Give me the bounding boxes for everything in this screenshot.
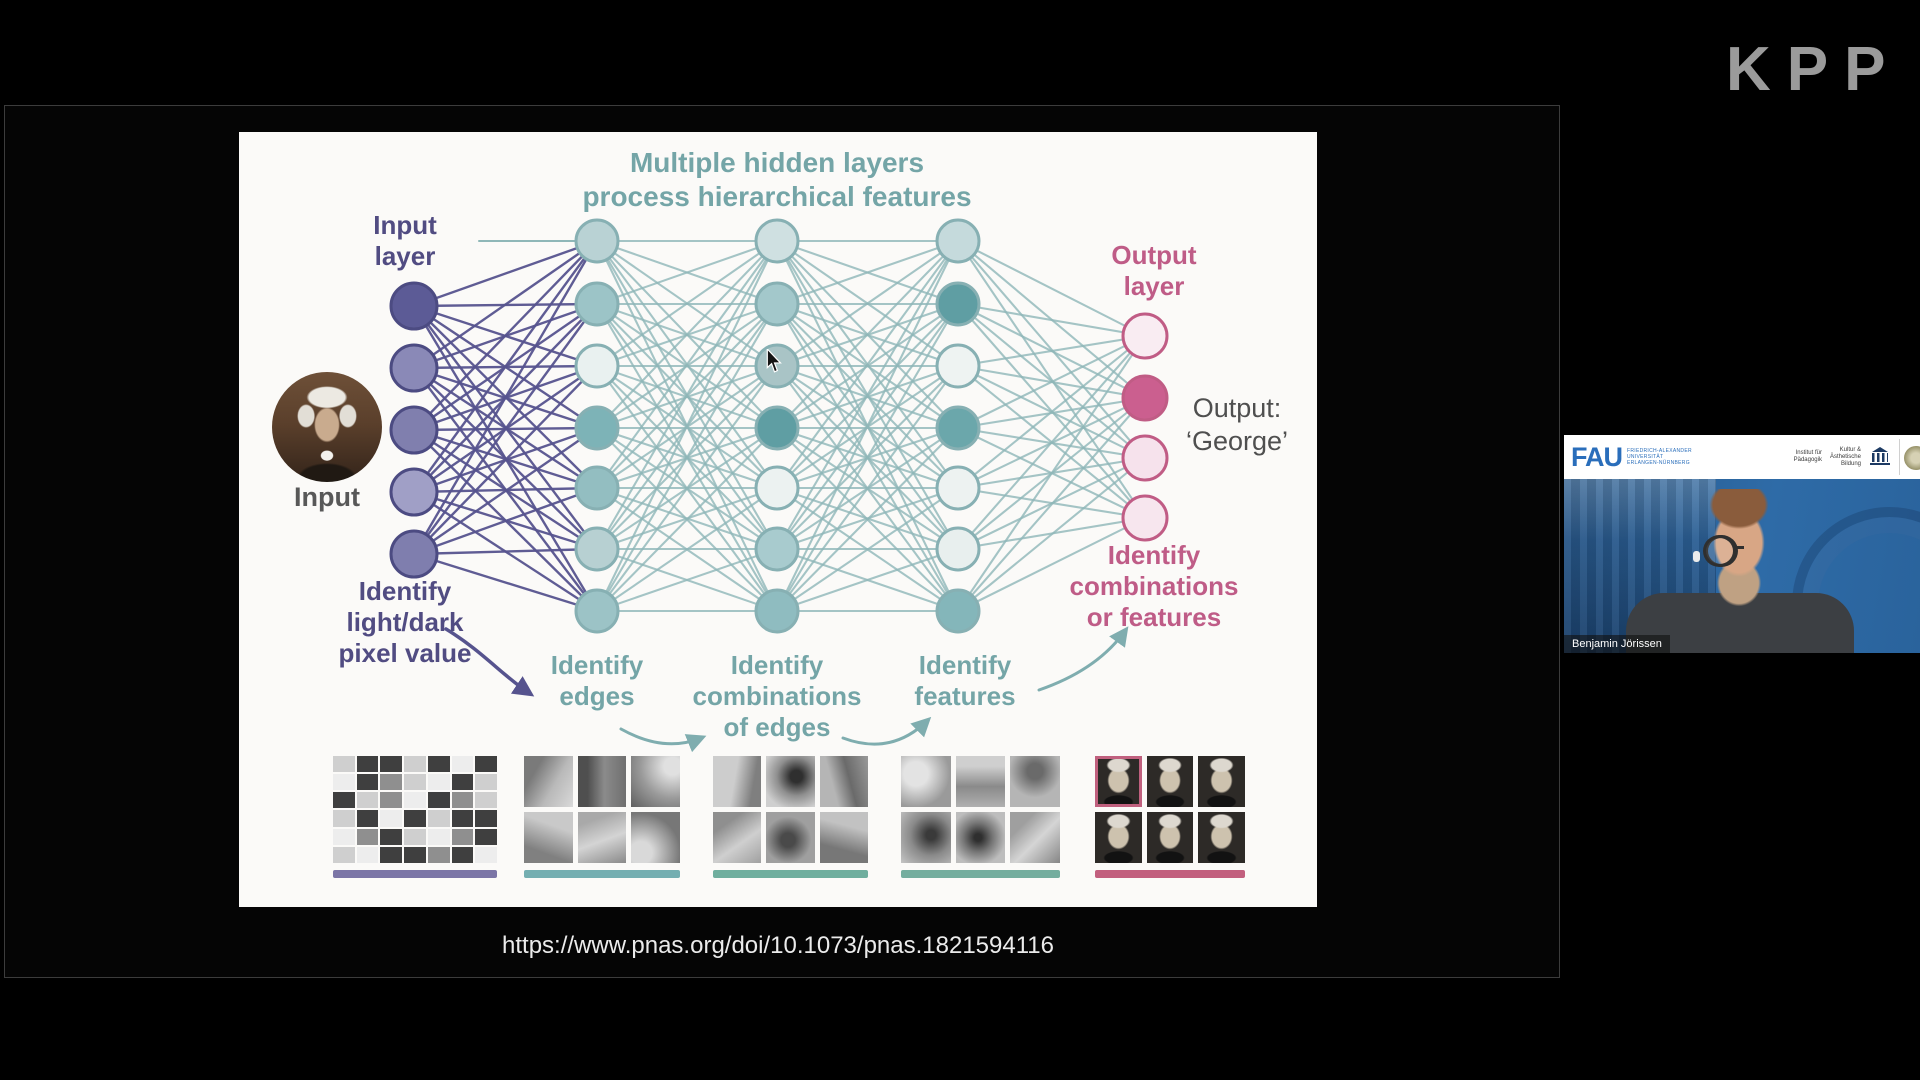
unesco-icon (1869, 447, 1891, 467)
source-url: https://www.pnas.org/doi/10.1073/pnas.18… (502, 932, 1054, 959)
george-washington-portrait (272, 372, 382, 482)
input-caption: Input (294, 482, 360, 512)
name-tag: Benjamin Jörissen (1564, 635, 1670, 653)
webcam-video: Benjamin Jörissen (1564, 479, 1920, 653)
identify-combinations-label: Identify combinations of edges (692, 650, 862, 742)
presenter-head (1693, 489, 1782, 611)
input-layer-label: Input layer (373, 210, 437, 271)
slide-title: Multiple hidden layers process hierarchi… (477, 146, 1077, 214)
identify-pixel-label: Identify light/dark pixel value (338, 576, 472, 668)
identify-combo-features-label: Identify combinations or features (1069, 540, 1239, 632)
feature-strip-features (901, 756, 1060, 878)
webcam-header: FAU FRIEDRICH-ALEXANDER UNIVERSITÄT ERLA… (1564, 435, 1920, 479)
screen-share-frame: Multiple hidden layers process hierarchi… (4, 105, 1560, 978)
earbud-icon (1693, 551, 1700, 562)
slide-title-line2: process hierarchical features (582, 181, 972, 212)
webcam-tile[interactable]: FAU FRIEDRICH-ALEXANDER UNIVERSITÄT ERLA… (1564, 435, 1920, 653)
institute-text: Institut für Pädagogik (1793, 450, 1822, 463)
identify-edges-label: Identify edges (550, 650, 644, 711)
institute-text-2: Kultur & Ästhetische Bildung (1829, 446, 1861, 467)
feature-strip-combinations (713, 756, 868, 878)
network-svg (389, 218, 1169, 753)
glasses-icon (1703, 535, 1775, 567)
slide-title-line1: Multiple hidden layers (629, 147, 925, 178)
identify-features-label: Identify features (914, 650, 1016, 711)
mouse-cursor-icon (766, 349, 782, 373)
feature-strip-light-dark-pixels (333, 756, 497, 878)
partner-logo-icon (1899, 439, 1920, 475)
fau-logo: FAU (1571, 441, 1623, 472)
kpp-logo: KPP (1726, 35, 1902, 104)
output-result-label: Output: ‘George’ (1185, 393, 1289, 456)
feature-strip-face-candidates (1095, 756, 1245, 878)
output-layer-label: Output layer (1111, 240, 1197, 301)
feature-strip-edges (524, 756, 680, 878)
presentation-slide: Multiple hidden layers process hierarchi… (239, 132, 1317, 907)
institute-logos: Institut für Pädagogik Kultur & Ästhetis… (1794, 439, 1920, 475)
strips (239, 756, 1317, 886)
seal-watermark (1792, 507, 1920, 653)
fau-university-name: FRIEDRICH-ALEXANDER UNIVERSITÄT ERLANGEN… (1627, 447, 1692, 466)
